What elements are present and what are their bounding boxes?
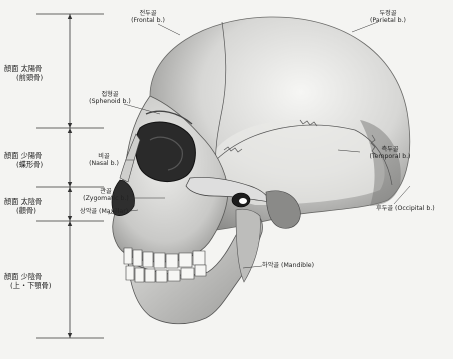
side-region-sphenoid-line2: (蝶形骨) (4, 160, 43, 169)
label-sphenoid-en: (Sphenoid b.) (89, 98, 131, 105)
label-parietal-ko: 두정골 (379, 10, 396, 17)
label-parietal-en: (Parietal b.) (370, 17, 406, 24)
label-sphenoid: 접형골 (Sphenoid b.) (80, 91, 140, 105)
side-region-frontal: 顔面 太陽骨 (前頭骨) (4, 64, 43, 82)
side-region-frontal-line2: (前頭骨) (4, 73, 43, 82)
label-mandible: 하악골 (Mandible) (262, 262, 314, 269)
orbit (136, 122, 196, 182)
teeth (124, 248, 206, 282)
side-region-maxilla-mandible-line1: 顔面 少陰骨 (4, 272, 52, 281)
label-nasal-ko: 비골 (98, 153, 109, 160)
side-region-maxilla-mandible: 顔面 少陰骨 (上・下顎骨) (4, 272, 52, 290)
label-parietal: 두정골 (Parietal b.) (356, 10, 420, 24)
label-frontal: 전두골 (Frontal b.) (116, 10, 180, 24)
label-frontal-en: (Frontal b.) (131, 17, 165, 24)
label-zygomatic: 관골 (Zygomatic b.) (78, 188, 134, 202)
side-region-zygomatic-line1: 顔面 太陰骨 (4, 197, 42, 206)
label-mandible-text: 하악골 (Mandible) (262, 262, 314, 269)
label-temporal-en: (Temporal b.) (369, 153, 410, 160)
label-occipital: 후두골 (Occipital b.) (376, 205, 435, 212)
label-maxilla: 상악골 (Maxillar) (80, 208, 128, 215)
label-frontal-ko: 전두골 (139, 10, 156, 17)
side-region-maxilla-mandible-line2: (上・下顎骨) (4, 281, 52, 290)
label-zygomatic-en: (Zygomatic b.) (83, 195, 129, 202)
side-region-sphenoid: 顔面 少陽骨 (蝶形骨) (4, 151, 43, 169)
label-zygomatic-ko: 관골 (100, 188, 111, 195)
label-occipital-text: 후두골 (Occipital b.) (376, 205, 435, 212)
label-maxilla-text: 상악골 (Maxillar) (80, 208, 128, 215)
side-region-sphenoid-line1: 顔面 少陽骨 (4, 151, 43, 160)
side-region-zygomatic-line2: (顴骨) (4, 206, 42, 215)
label-sphenoid-ko: 접형골 (101, 91, 118, 98)
label-nasal: 비골 (Nasal b.) (80, 153, 128, 167)
side-region-frontal-line1: 顔面 太陽骨 (4, 64, 43, 73)
side-region-zygomatic: 顔面 太陰骨 (顴骨) (4, 197, 42, 215)
label-nasal-en: (Nasal b.) (89, 160, 119, 167)
label-temporal-ko: 측두골 (381, 146, 398, 153)
label-temporal: 측두골 (Temporal b.) (360, 146, 420, 160)
